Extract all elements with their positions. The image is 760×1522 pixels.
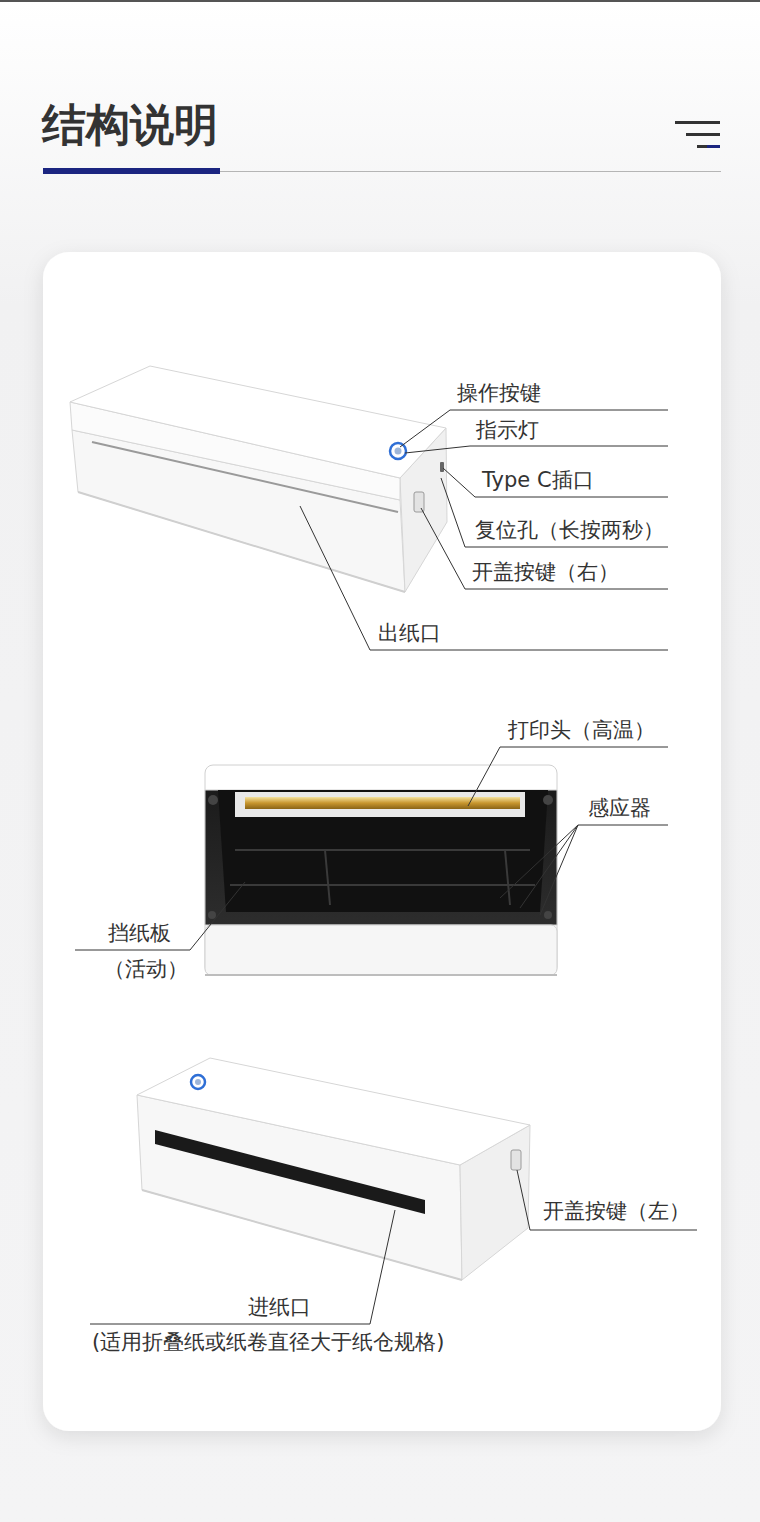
part-label: 操作按键: [457, 381, 541, 406]
section-title: 结构说明: [42, 98, 218, 152]
part-label: 打印头（高温）: [508, 718, 655, 743]
part-label: 挡纸板: [108, 921, 171, 946]
part-label: 开盖按键（左）: [543, 1199, 690, 1224]
part-label: 复位孔（长按两秒）: [475, 518, 664, 543]
part-label: （活动）: [104, 957, 188, 982]
part-label: 开盖按键（右）: [472, 560, 619, 585]
part-label: 感应器: [588, 796, 651, 821]
part-label: 出纸口: [378, 621, 441, 646]
part-label: 进纸口: [248, 1295, 311, 1320]
part-label: Type C插口: [482, 468, 594, 493]
part-label: 指示灯: [476, 418, 539, 443]
part-label: (适用折叠纸或纸卷直径大于纸仓规格): [92, 1330, 444, 1355]
